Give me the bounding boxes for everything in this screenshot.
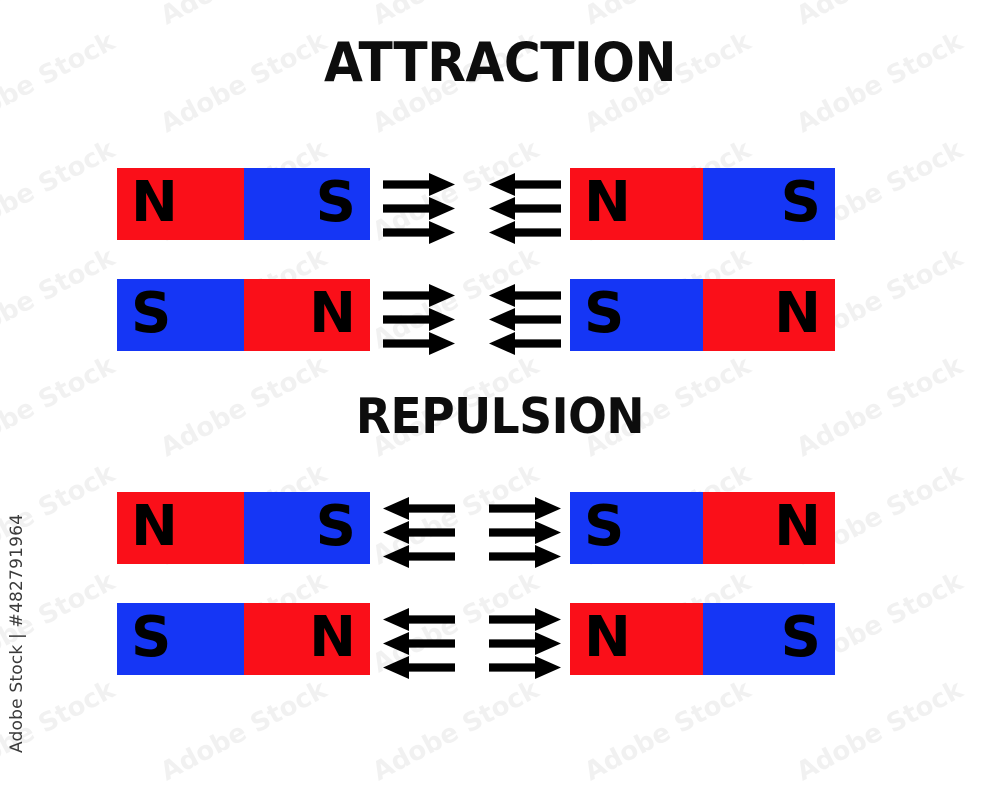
magnet-pole-inner-s: S xyxy=(570,279,703,351)
magnet-pole-outer-n: N xyxy=(117,492,244,564)
arrow-group-right-repulsion-row-1 xyxy=(489,492,561,568)
arrow-left-icon xyxy=(383,655,455,679)
watermark-tile: Adobe Stock xyxy=(580,0,756,31)
pole-label: N xyxy=(131,169,178,235)
watermark-tile: Adobe Stock xyxy=(579,674,756,787)
watermark-tile: Adobe Stock xyxy=(368,0,544,31)
watermark-tile: Adobe Stock xyxy=(0,0,120,31)
pole-label: S xyxy=(584,493,625,559)
arrow-right-icon xyxy=(383,307,455,331)
section-title-repulsion: REPULSION xyxy=(355,388,645,445)
magnet-pole-inner-n: N xyxy=(570,603,703,675)
pole-label: S xyxy=(315,493,356,559)
pole-label: S xyxy=(131,604,172,670)
arrow-left-icon xyxy=(383,520,455,544)
magnet-pole-inner-s: S xyxy=(243,492,370,564)
arrow-right-icon xyxy=(489,655,561,679)
arrow-left-icon xyxy=(489,307,561,331)
watermark-tile: Adobe Stock xyxy=(791,674,968,787)
pole-label: N xyxy=(774,280,821,346)
arrow-group-left-attraction-row-1 xyxy=(383,168,455,244)
magnet-pole-inner-n: N xyxy=(243,279,370,351)
magnet-pole-inner-s: S xyxy=(570,492,703,564)
pole-label: N xyxy=(774,493,821,559)
arrow-left-icon xyxy=(489,331,561,355)
pole-label: S xyxy=(780,169,821,235)
magnet-pole-outer-n: N xyxy=(702,279,835,351)
arrow-right-icon xyxy=(383,172,455,196)
arrow-left-icon xyxy=(383,631,455,655)
adobe-stock-watermark-label: Adobe Stock | #482791964 xyxy=(7,513,27,753)
arrow-left-icon xyxy=(489,283,561,307)
pole-label: S xyxy=(131,280,172,346)
magnet-pole-outer-s: S xyxy=(702,168,835,240)
pole-label: N xyxy=(309,604,356,670)
arrow-group-right-repulsion-row-2 xyxy=(489,603,561,679)
section-title-attraction: ATTRACTION xyxy=(323,31,677,94)
arrow-right-icon xyxy=(489,631,561,655)
arrow-left-icon xyxy=(383,544,455,568)
pole-label: N xyxy=(584,169,631,235)
magnet-pole-inner-n: N xyxy=(243,603,370,675)
pole-label: N xyxy=(309,280,356,346)
magnet-pole-outer-n: N xyxy=(117,168,244,240)
arrow-group-left-attraction-row-2 xyxy=(383,279,455,355)
magnet-pole-inner-n: N xyxy=(570,168,703,240)
watermark-tile: Adobe Stock xyxy=(367,674,544,787)
arrow-right-icon xyxy=(489,607,561,631)
arrow-left-icon xyxy=(489,196,561,220)
arrow-right-icon xyxy=(489,496,561,520)
pole-label: S xyxy=(315,169,356,235)
arrow-right-icon xyxy=(383,283,455,307)
magnet-pole-inner-s: S xyxy=(243,168,370,240)
arrow-right-icon xyxy=(383,196,455,220)
arrow-right-icon xyxy=(383,331,455,355)
arrow-group-right-attraction-row-1 xyxy=(489,168,561,244)
pole-label: N xyxy=(584,604,631,670)
arrow-group-left-repulsion-row-2 xyxy=(383,603,455,679)
arrow-left-icon xyxy=(489,172,561,196)
watermark-tile: Adobe Stock xyxy=(156,0,332,31)
arrow-left-icon xyxy=(489,220,561,244)
arrow-group-right-attraction-row-2 xyxy=(489,279,561,355)
magnet-pole-outer-s: S xyxy=(117,603,244,675)
arrow-right-icon xyxy=(383,220,455,244)
pole-label: N xyxy=(131,493,178,559)
arrow-left-icon xyxy=(383,496,455,520)
arrow-left-icon xyxy=(383,607,455,631)
pole-label: S xyxy=(584,280,625,346)
pole-label: S xyxy=(780,604,821,670)
magnet-pole-outer-n: N xyxy=(702,492,835,564)
arrow-right-icon xyxy=(489,520,561,544)
magnet-pole-outer-s: S xyxy=(702,603,835,675)
arrow-group-left-repulsion-row-1 xyxy=(383,492,455,568)
arrow-right-icon xyxy=(489,544,561,568)
watermark-tile: Adobe Stock xyxy=(792,0,968,31)
magnet-pole-outer-s: S xyxy=(117,279,244,351)
